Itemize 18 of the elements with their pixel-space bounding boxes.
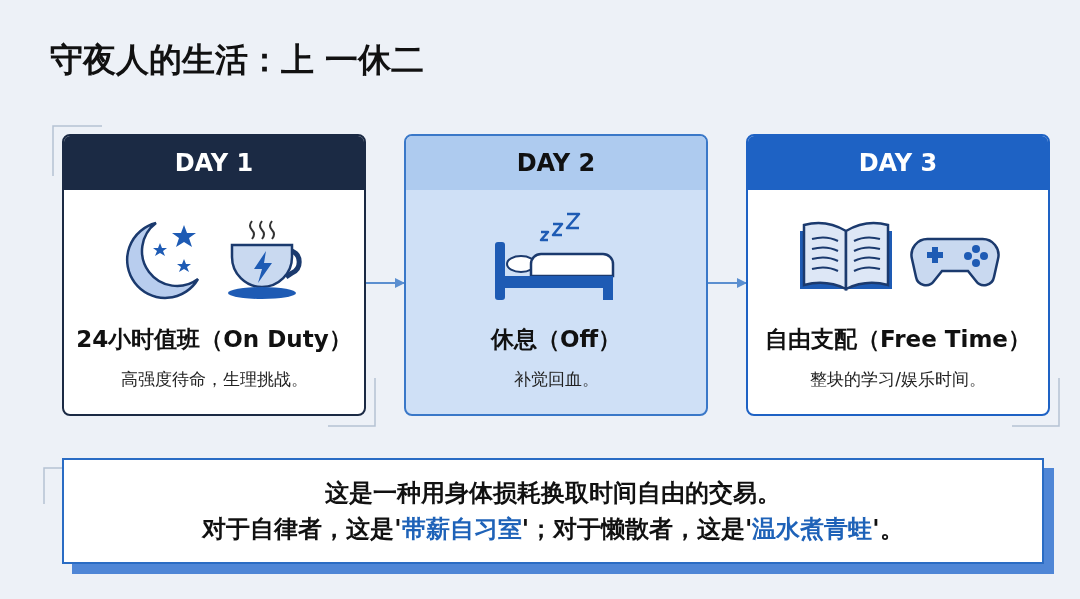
day-card xyxy=(746,134,1050,416)
card-title: 24小时值班（On Duty） xyxy=(75,325,353,354)
title: 守夜人的生活：上 一休二 xyxy=(50,39,425,81)
day-card xyxy=(404,134,708,416)
summary-text: 这是一种用身体损耗换取时间自由的交易。 xyxy=(325,478,781,509)
summary-box xyxy=(62,458,1044,564)
day-card xyxy=(62,134,366,416)
card-description: 补觉回血。 xyxy=(512,368,600,391)
day-header: DAY 2 xyxy=(406,136,706,190)
arrow xyxy=(365,278,405,288)
summary-text: 对于自律者，这是'带薪自习室'；对于懒散者，这是'温水煮青蛙'。 xyxy=(202,514,904,545)
day-header: DAY 1 xyxy=(64,136,364,190)
card-description: 整块的学习/娱乐时间。 xyxy=(809,368,987,391)
day-header: DAY 3 xyxy=(748,136,1048,190)
card-title: 休息（Off） xyxy=(489,325,623,354)
card-description: 高强度待命，生理挑战。 xyxy=(119,368,309,391)
arrow xyxy=(707,278,747,288)
card-title: 自由支配（Free Time） xyxy=(764,325,1032,354)
